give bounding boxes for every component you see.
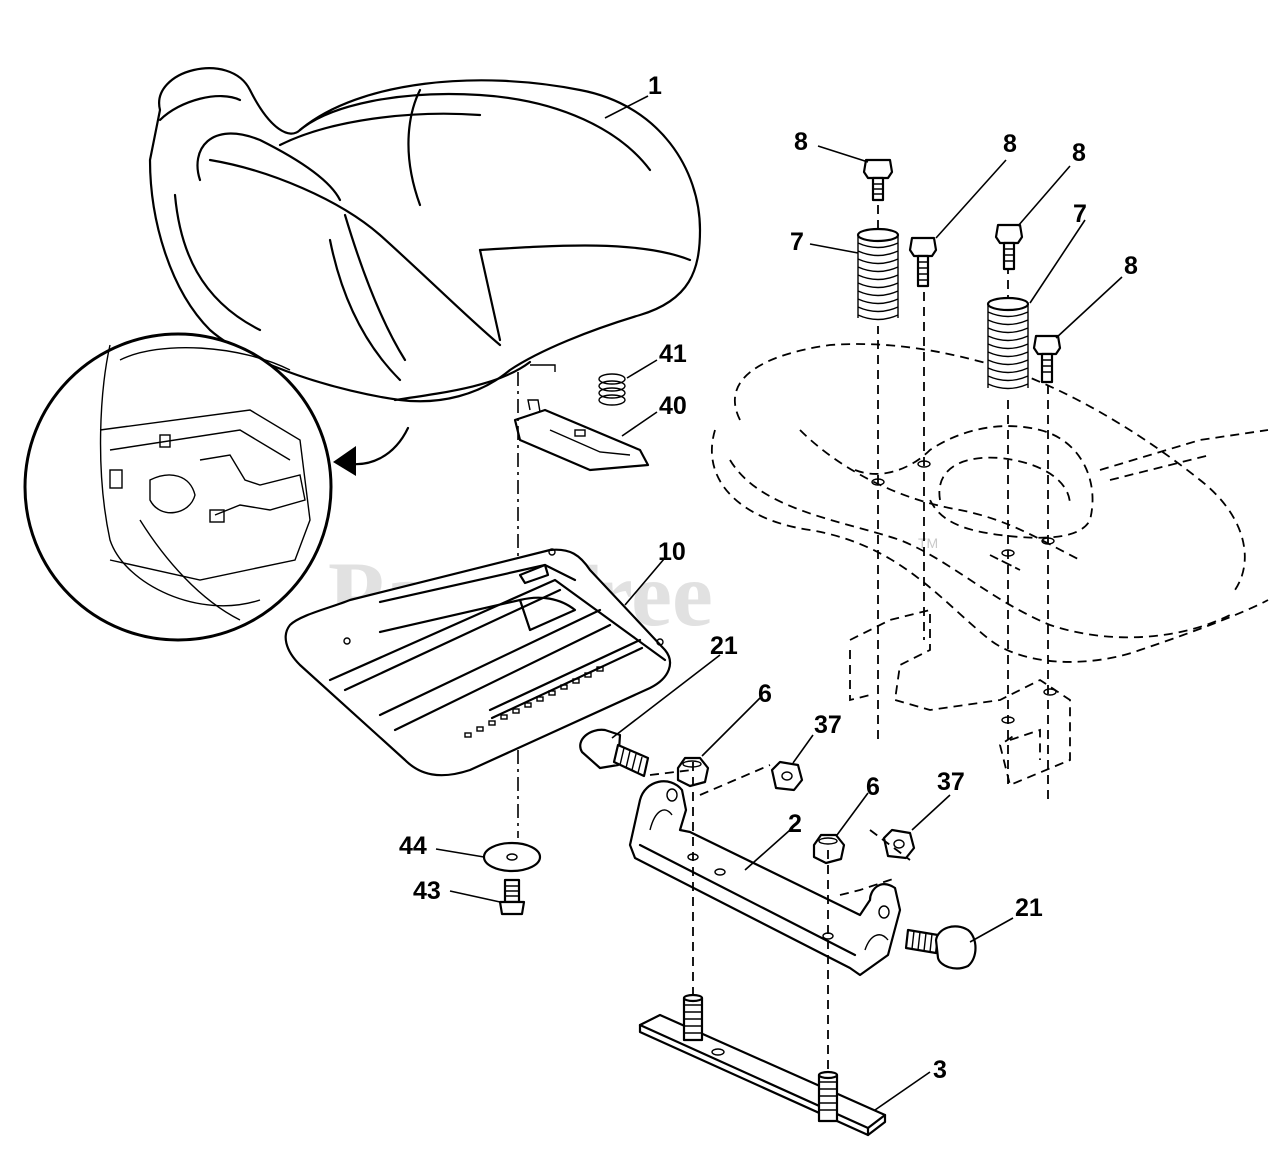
callout-37: 37 [937, 768, 965, 796]
stud-left [682, 993, 704, 1042]
callout-43: 43 [413, 877, 441, 905]
spring-7-a[interactable] [856, 227, 900, 326]
washer-44[interactable] [482, 841, 542, 873]
callout-2: 2 [788, 810, 802, 838]
bolt-43[interactable] [498, 878, 526, 916]
callout-6: 6 [866, 773, 880, 801]
nut-37-left[interactable] [770, 760, 804, 792]
callout-8: 8 [1124, 252, 1138, 280]
bolt-center-lines [877, 205, 1049, 800]
callout-40: 40 [659, 392, 687, 420]
spring-41[interactable] [598, 373, 626, 406]
frame-fender-phantom [710, 343, 1269, 787]
callout-8: 8 [794, 128, 808, 156]
callout-1: 1 [648, 72, 662, 100]
bolt-8-d[interactable] [1032, 334, 1062, 384]
bolt-8-a[interactable] [862, 158, 894, 202]
nut-6-left[interactable] [676, 756, 710, 788]
detail-arrowhead [333, 446, 356, 476]
callout-41: 41 [659, 340, 687, 368]
callout-3: 3 [933, 1056, 947, 1084]
callout-21: 21 [1015, 894, 1043, 922]
bolt-8-c[interactable] [994, 223, 1024, 271]
frame-holes [871, 460, 1057, 724]
bolt-21-right[interactable] [904, 925, 977, 970]
bracket-center-lines [649, 762, 911, 1080]
seat[interactable] [148, 67, 702, 403]
callout-8: 8 [1072, 139, 1086, 167]
nut-6-right[interactable] [812, 833, 846, 865]
callout-7: 7 [790, 228, 804, 256]
spring-7-b[interactable] [986, 296, 1030, 396]
nut-37-right[interactable] [882, 828, 916, 860]
callout-6: 6 [758, 680, 772, 708]
seat-bracket[interactable] [628, 780, 902, 977]
callout-37: 37 [814, 711, 842, 739]
callout-8: 8 [1003, 130, 1017, 158]
seat-pan[interactable] [284, 548, 672, 777]
watermark-trademark: TM [918, 535, 938, 551]
mounting-plate[interactable] [638, 993, 887, 1137]
callouts: 1 8 8 8 8 7 7 41 40 10 21 6 37 6 37 2 44… [399, 72, 1138, 1084]
bolt-21-left[interactable] [579, 728, 650, 778]
callout-21: 21 [710, 632, 738, 660]
callout-44: 44 [399, 832, 427, 860]
callout-7: 7 [1073, 200, 1087, 228]
leader-lines [435, 95, 1123, 1111]
bolt-8-b[interactable] [908, 236, 938, 288]
switch-40[interactable] [513, 399, 650, 472]
stud-right [817, 1070, 839, 1123]
detail-view-circle [23, 332, 333, 642]
callout-10: 10 [658, 538, 686, 566]
